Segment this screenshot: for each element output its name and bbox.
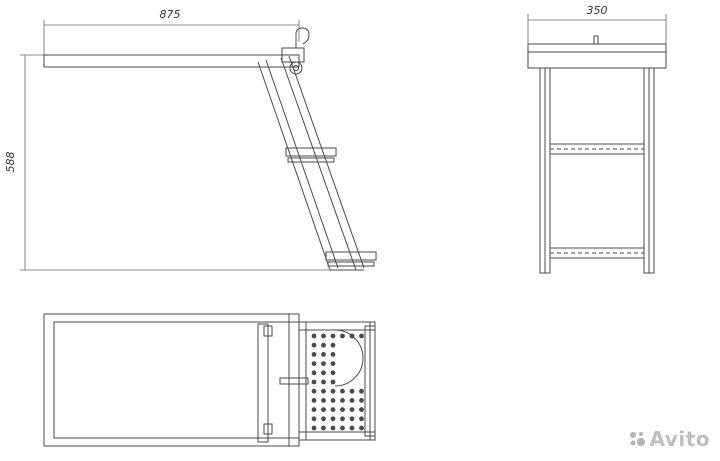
hinge-hook [281, 27, 310, 75]
top-latch [279, 377, 309, 385]
perforation-hole [311, 407, 317, 412]
perforation-hole [311, 333, 317, 339]
top-view [43, 313, 376, 447]
side-view [43, 27, 377, 271]
perforation-hole [330, 388, 336, 394]
perforation-hole [330, 333, 336, 339]
perforation-hole [311, 416, 317, 422]
perforation-hole [330, 361, 336, 366]
perforation-hole [340, 398, 345, 403]
side-step-lower [325, 251, 377, 267]
perforation-hole [340, 425, 345, 431]
perforation-hole [359, 416, 364, 422]
front-dimensions [527, 14, 667, 44]
perforation-hole [359, 333, 364, 339]
front-top-plate [527, 43, 667, 69]
perforation-hole [349, 407, 355, 412]
side-step-upper [285, 147, 337, 163]
perforation-hole [359, 407, 364, 412]
front-step-lower [549, 247, 645, 259]
front-pin [593, 35, 599, 45]
perforation-hole [311, 370, 317, 376]
dim-label-350: 350 [587, 4, 608, 17]
perforation-hole [349, 333, 355, 339]
watermark: Avito [628, 427, 710, 451]
dim-label-588: 588 [4, 152, 17, 173]
perforation-hole [321, 352, 326, 357]
avito-dots-icon [629, 432, 645, 446]
perforated-step [298, 321, 376, 441]
dim-label-875: 875 [160, 8, 181, 21]
perforation-hole [340, 388, 345, 394]
perforation-hole [349, 388, 355, 394]
top-hinge-bar [257, 323, 269, 443]
step-cutout [334, 329, 364, 387]
perforation-hole [349, 398, 355, 403]
perforation-hole [330, 352, 336, 357]
perforation-hole [349, 416, 355, 422]
front-step-upper [549, 143, 645, 155]
side-beam [43, 54, 300, 68]
perforation-hole [311, 388, 317, 394]
perforation-holes [311, 333, 364, 431]
perforation-hole [340, 416, 345, 422]
top-frame-inner [53, 321, 300, 439]
perforation-hole [311, 379, 317, 385]
perforation-hole [330, 370, 336, 376]
perforation-hole [330, 425, 336, 431]
top-frame-outer [43, 313, 300, 447]
perforation-hole [359, 388, 364, 394]
perforation-hole [330, 379, 336, 385]
perforation-hole [340, 407, 345, 412]
perforation-hole [321, 370, 326, 376]
perforation-hole [330, 407, 336, 412]
perforation-hole [330, 398, 336, 403]
perforation-hole [311, 398, 317, 403]
perforation-hole [321, 379, 326, 385]
perforation-hole [311, 352, 317, 357]
watermark-brand: Avito [649, 427, 710, 451]
front-view [527, 35, 667, 274]
perforation-hole [340, 333, 345, 339]
perforation-hole [311, 361, 317, 366]
perforation-hole [359, 398, 364, 403]
perforation-hole [359, 425, 364, 431]
perforation-hole [321, 361, 326, 366]
perforation-hole [321, 388, 326, 394]
perforation-hole [321, 425, 326, 431]
ladder-rails [257, 55, 365, 271]
perforation-hole [330, 342, 336, 348]
perforation-hole [321, 416, 326, 422]
perforation-hole [321, 333, 326, 339]
perforation-hole [311, 425, 317, 431]
side-dimensions [20, 20, 330, 271]
perforation-hole [349, 425, 355, 431]
perforation-hole [321, 407, 326, 412]
perforation-hole [330, 416, 336, 422]
perforation-hole [321, 398, 326, 403]
perforation-hole [311, 342, 317, 348]
perforation-hole [321, 342, 326, 348]
